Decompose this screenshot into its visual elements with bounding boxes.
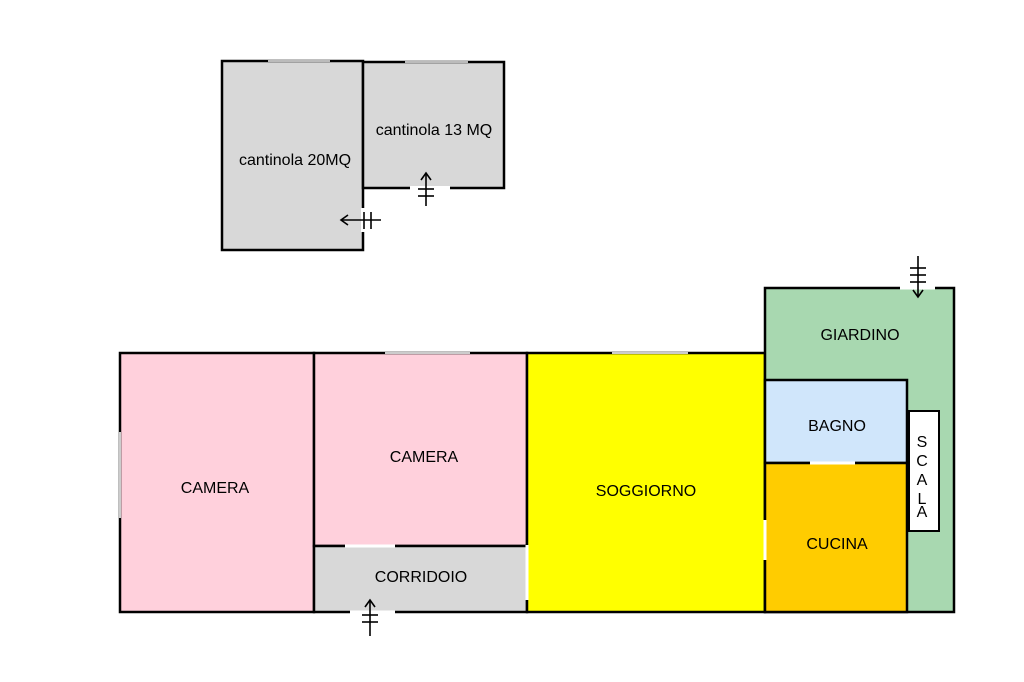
entry-arrow-up-icon (362, 598, 378, 636)
room-label-cantinola-13: cantinola 13 MQ (376, 122, 493, 139)
room-cucina: CUCINA (763, 461, 909, 614)
room-camera-2: CAMERA (312, 351, 529, 548)
room-label-bagno: BAGNO (808, 418, 866, 435)
room-label-cantinola-20: cantinola 20MQ (239, 152, 351, 169)
room-label-cucina: CUCINA (806, 536, 868, 553)
room-label-camera-1: CAMERA (181, 480, 250, 497)
entry-arrow-left-icon (339, 212, 381, 229)
room-soggiorno: SOGGIORNO (525, 351, 767, 614)
entry-arrow-down-icon (910, 256, 926, 299)
scala-letter: L (918, 491, 927, 508)
scala-letter: A (917, 504, 928, 521)
room-corridoio: CORRIDOIO (312, 544, 529, 614)
room-scala: S C A L A (908, 410, 940, 532)
room-label-giardino: GIARDINO (820, 327, 899, 344)
room-label-camera-2: CAMERA (390, 449, 459, 466)
scala-letter: C (916, 453, 928, 470)
room-camera-1: CAMERA (118, 351, 316, 614)
entry-arrow-up-icon (418, 171, 434, 206)
room-cantinola-20: cantinola 20MQ (220, 59, 365, 252)
room-bagno: BAGNO (763, 378, 909, 465)
room-label-corridoio: CORRIDOIO (375, 569, 467, 586)
room-cantinola-13: cantinola 13 MQ (361, 60, 506, 190)
room-label-soggiorno: SOGGIORNO (596, 483, 696, 500)
scala-letter: S (917, 434, 928, 451)
scala-letter: A (917, 472, 928, 489)
